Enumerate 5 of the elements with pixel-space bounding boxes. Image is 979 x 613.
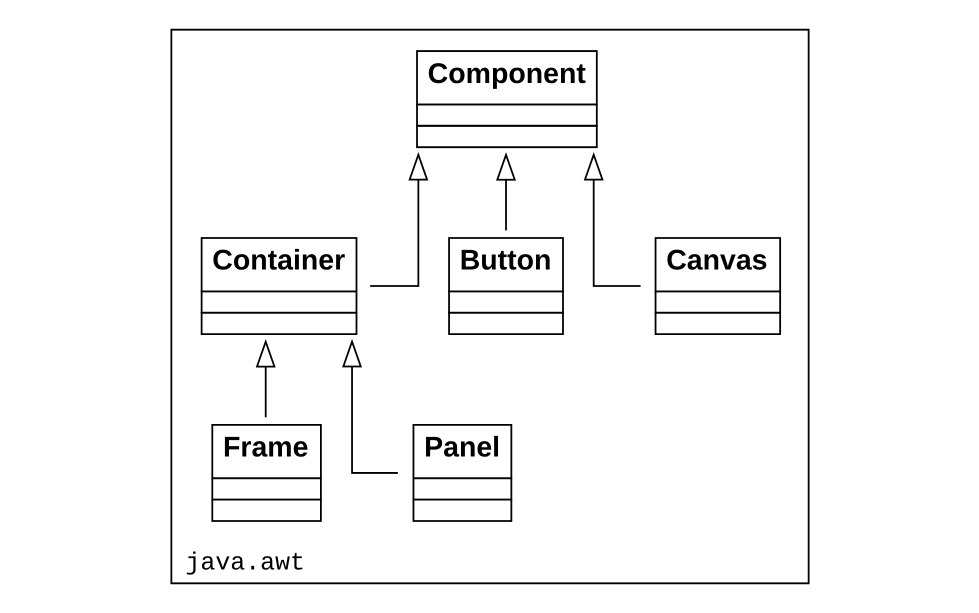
arrow xyxy=(583,152,640,287)
arrow xyxy=(370,152,428,287)
arrow xyxy=(496,152,516,230)
arrow xyxy=(342,338,398,474)
arrow xyxy=(255,339,276,418)
